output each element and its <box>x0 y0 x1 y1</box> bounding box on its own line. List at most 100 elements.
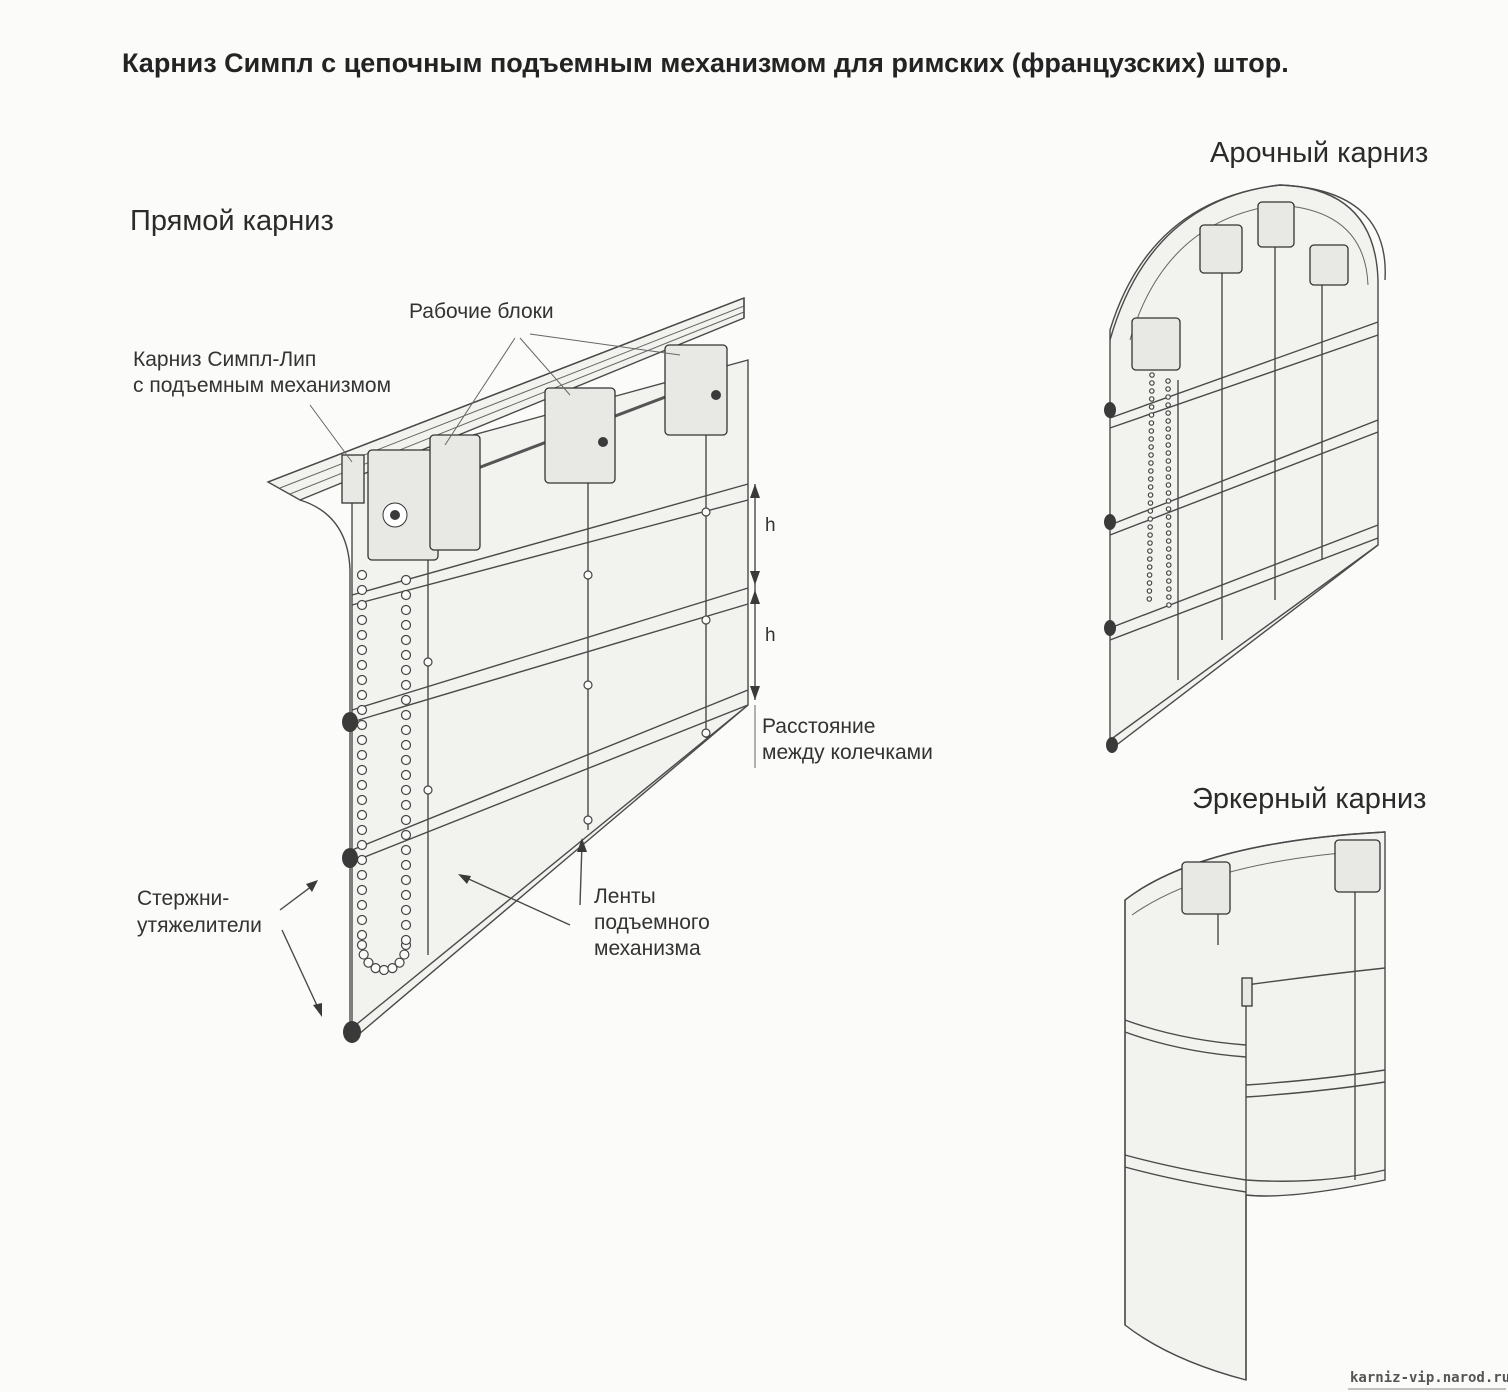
chain-bead <box>400 844 412 856</box>
chain-bead <box>1148 452 1154 458</box>
chain-bead <box>356 764 368 776</box>
bay-curtain-fabric <box>1124 831 1386 1381</box>
chain-bead <box>1147 524 1153 530</box>
chain-bead <box>1147 532 1153 538</box>
chain-bead <box>1165 490 1172 496</box>
chain-bead <box>1148 436 1155 442</box>
chain-bead <box>400 724 412 736</box>
chain-bead <box>400 874 412 886</box>
chain-bead <box>356 704 368 716</box>
chain-bead <box>356 674 368 686</box>
chain-bead <box>400 859 412 871</box>
chain-bead <box>1146 572 1153 578</box>
chain-bead <box>1146 588 1153 594</box>
chain-bead <box>1148 396 1155 402</box>
chain-bead <box>356 884 368 896</box>
chain-bead <box>1148 428 1155 434</box>
chain-bead <box>400 694 412 706</box>
chain-bead <box>1147 548 1153 554</box>
chain-bead <box>400 739 412 751</box>
chain-bead <box>400 589 412 601</box>
chain-bead <box>400 574 412 586</box>
leader-lines <box>279 333 681 1017</box>
chain-bead <box>1166 602 1172 608</box>
straight-working-blocks <box>341 344 728 561</box>
chain-bead <box>1147 476 1154 482</box>
chain-bead <box>400 634 412 646</box>
arched-bead-chain <box>1146 372 1172 608</box>
chain-bead <box>1165 386 1171 392</box>
chain-bead <box>1165 546 1172 552</box>
chain-bead <box>400 814 412 826</box>
label-tapes-line1: Ленты <box>594 885 656 908</box>
chain-bead <box>1166 594 1172 600</box>
chain-bead <box>356 779 368 791</box>
chain-bead <box>356 809 368 821</box>
chain-bead <box>356 854 368 866</box>
chain-bead <box>1165 466 1172 472</box>
chain-bead <box>1165 482 1172 488</box>
label-cornice-line1: Карниз Симпл-Лип <box>133 348 317 371</box>
chain-bead <box>400 664 412 676</box>
chain-bead <box>1165 458 1172 464</box>
arched-working-blocks <box>1131 201 1349 371</box>
chain-bead <box>358 949 369 960</box>
section-arched-cornice: Арочный карниз <box>1210 137 1429 169</box>
chain-bead <box>1166 586 1172 592</box>
label-ring-distance-line2: между колечками <box>762 741 933 764</box>
chain-bead <box>1147 508 1154 514</box>
chain-bead <box>1165 514 1172 520</box>
chain-bead <box>1165 554 1172 560</box>
bay-working-blocks <box>1181 839 1381 1007</box>
label-working-blocks: Рабочие блоки <box>409 300 554 323</box>
chain-bead <box>1165 426 1172 432</box>
straight-weight-rods <box>342 712 361 1043</box>
chain-bead <box>1165 378 1171 384</box>
chain-bead <box>1149 388 1155 394</box>
chain-bead <box>400 679 412 691</box>
chain-bead <box>1146 580 1153 586</box>
chain-bead <box>356 899 368 911</box>
chain-bead <box>1149 380 1155 386</box>
chain-bead <box>400 709 412 721</box>
chain-bead <box>378 964 390 976</box>
chain-bead <box>400 604 412 616</box>
label-weight-rods-line2: утяжелители <box>137 914 262 937</box>
chain-bead <box>356 644 368 656</box>
chain-bead <box>356 689 368 701</box>
chain-bead <box>400 829 412 841</box>
chain-bead <box>1165 506 1172 512</box>
chain-bead <box>356 839 368 851</box>
chain-bead <box>356 629 368 641</box>
chain-bead <box>1147 500 1154 506</box>
chain-bead <box>1165 418 1171 424</box>
chain-bead <box>400 799 412 811</box>
straight-lifting-tapes <box>423 430 711 955</box>
chain-bead <box>1147 540 1153 546</box>
chain-bead <box>1165 410 1171 416</box>
chain-bead <box>400 619 412 631</box>
chain-bead <box>400 904 412 916</box>
chain-bead <box>400 784 412 796</box>
chain-bead <box>370 962 381 974</box>
label-h-bottom: h <box>765 625 776 646</box>
chain-bead <box>356 599 368 611</box>
chain-bead <box>1165 570 1172 576</box>
chain-bead <box>356 794 368 806</box>
bay-cornice-drawing <box>1124 831 1386 1381</box>
section-straight-cornice: Прямой карниз <box>130 205 334 237</box>
chain-bead <box>400 769 412 781</box>
chain-bead <box>387 962 398 974</box>
chain-bead <box>1165 474 1172 480</box>
chain-bead <box>400 754 412 766</box>
chain-bead <box>1165 562 1172 568</box>
straight-fold-lines <box>351 483 749 1029</box>
chain-bead <box>356 929 368 941</box>
chain-bead <box>1148 404 1155 410</box>
chain-bead <box>1147 484 1154 490</box>
straight-bead-chain <box>356 569 412 976</box>
chain-bead <box>400 649 412 661</box>
chain-bead <box>1165 442 1172 448</box>
chain-bead <box>1166 578 1172 584</box>
